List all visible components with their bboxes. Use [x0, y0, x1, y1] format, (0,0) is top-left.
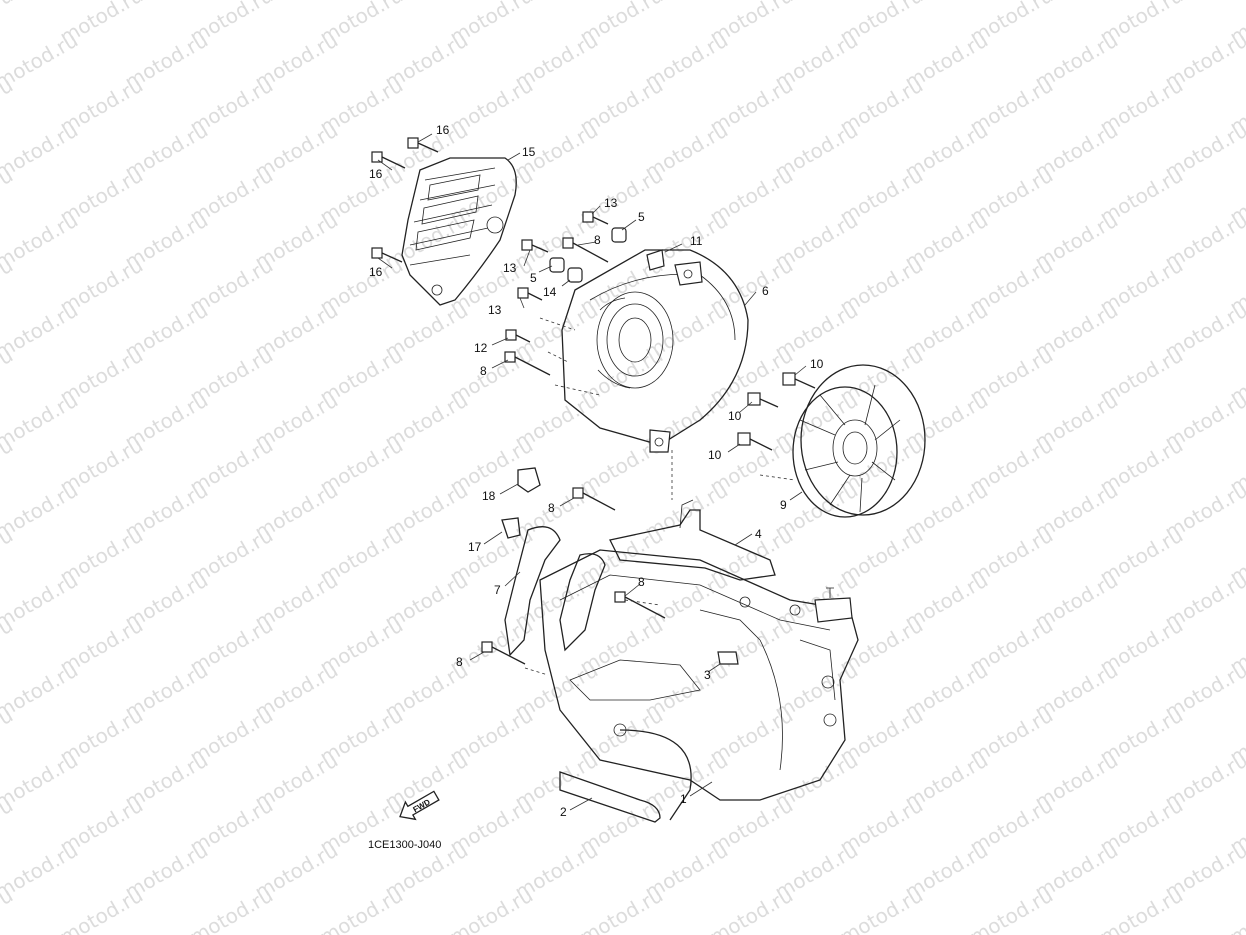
watermark-text: motod.ru [0, 0, 17, 49]
callout-10-b: 10 [728, 409, 742, 423]
watermark-text: motod.ru [0, 568, 82, 635]
drawing-code: 1CE1300-J040 [368, 839, 441, 851]
watermark-text: motod.ru [0, 118, 82, 185]
part-17-18-clips [501, 467, 541, 539]
callout-5-b: 5 [530, 271, 537, 285]
callout-8-e: 8 [456, 655, 463, 669]
construction-lines [524, 317, 796, 676]
bolt-13-a [582, 211, 609, 225]
callouts: 16 16 16 15 13 5 8 11 13 5 14 6 13 12 8 … [369, 123, 824, 819]
watermark-text: motod.ru [0, 388, 82, 455]
bolt-10-b [747, 392, 779, 408]
watermark-text: motod.ru [186, 883, 277, 935]
bolt-16-c [371, 247, 403, 263]
callout-17: 17 [468, 540, 482, 554]
callout-16-c: 16 [369, 265, 383, 279]
bolt-8-a [562, 237, 609, 263]
watermark-text: motod.ru [0, 748, 82, 815]
watermark-text: motod.ru [966, 883, 1057, 935]
callout-13-c: 13 [488, 303, 502, 317]
watermark-text: motod.ru [0, 298, 82, 365]
bolt-16-b [371, 151, 406, 169]
callout-16-a: 16 [436, 123, 450, 137]
watermark-text: motod.ru [56, 883, 147, 935]
callout-6: 6 [762, 284, 769, 298]
callout-5-a: 5 [638, 210, 645, 224]
watermark-text: motod.ru [1226, 883, 1246, 935]
callout-4: 4 [755, 527, 762, 541]
watermark-text: motod.ru [0, 658, 82, 725]
part-1-crankcase [539, 549, 859, 801]
watermark-text: motod.ru [0, 478, 82, 545]
watermark-text: motod.ru [0, 208, 82, 275]
watermark-text: motod.ru [836, 883, 927, 935]
bolt-8-e [481, 641, 526, 665]
callout-10-a: 10 [810, 357, 824, 371]
callout-8-b: 8 [480, 364, 487, 378]
callout-16-b: 16 [369, 167, 383, 181]
leader-lines [377, 133, 807, 811]
bolt-10-a [782, 372, 816, 389]
callout-14: 14 [543, 285, 557, 299]
part-7-strips [504, 526, 606, 657]
collar-5-a [611, 227, 627, 243]
watermark-text: motod.ru [1096, 883, 1187, 935]
part-6-fan-shroud [561, 249, 749, 453]
callout-10-c: 10 [708, 448, 722, 462]
bolt-8-c [572, 487, 616, 511]
watermark-text: motod.ru [576, 883, 667, 935]
collar-14 [567, 267, 583, 283]
bolts [371, 137, 816, 665]
callout-7: 7 [494, 583, 501, 597]
callout-8-a: 8 [594, 233, 601, 247]
callout-13-a: 13 [604, 196, 618, 210]
bolt-12 [505, 329, 531, 343]
callout-1: 1 [680, 792, 687, 806]
bolt-10-c [737, 432, 773, 451]
watermark-text: motod.ru [446, 883, 537, 935]
watermark-text: motod.ru [0, 838, 82, 905]
bolt-8-d [614, 591, 666, 619]
callout-18: 18 [482, 489, 496, 503]
bolt-13-c [517, 287, 543, 301]
bolt-16-a [407, 137, 439, 153]
collar-5-b [549, 257, 565, 273]
part-9-flywheel-fan [792, 364, 926, 518]
bolt-13-b [521, 239, 549, 253]
callout-15: 15 [522, 145, 536, 159]
bolt-8-b [504, 351, 551, 376]
callout-13-b: 13 [503, 261, 517, 275]
callout-9: 9 [780, 498, 787, 512]
callout-2: 2 [560, 805, 567, 819]
callout-12: 12 [474, 341, 488, 355]
callout-8-c: 8 [548, 501, 555, 515]
watermark-text: motod.ru [706, 883, 797, 935]
part-15-cover [401, 157, 517, 306]
watermark-text: motod.ru [0, 28, 82, 95]
part-3-sleeve [717, 651, 739, 665]
callout-8-d: 8 [638, 575, 645, 589]
watermark-text: motod.ru [316, 883, 407, 935]
part-2-bracket [559, 729, 692, 823]
callout-3: 3 [704, 668, 711, 682]
callout-11: 11 [690, 234, 703, 248]
part-4-bracket [609, 499, 776, 581]
